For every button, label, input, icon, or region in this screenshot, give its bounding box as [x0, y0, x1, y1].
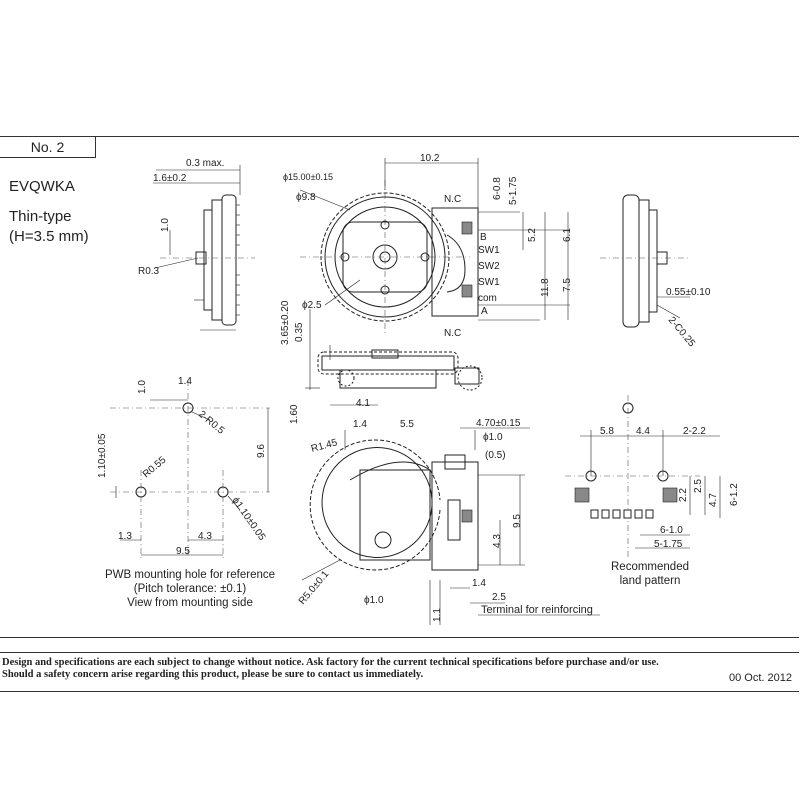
pwb-mounting-view — [110, 380, 270, 560]
right-view — [600, 194, 690, 328]
rear-dim-7: 4.3 — [492, 534, 503, 548]
bottom-dim-0: 3.65±0.20 — [280, 300, 291, 345]
side-dim-3: R0.3 — [138, 266, 160, 277]
front-dim-1: ϕ15.00±0.15 — [283, 172, 333, 182]
land-pattern-caption: Recommended land pattern — [595, 560, 705, 588]
pwb-caption-line-2: (Pitch tolerance: ±0.1) — [133, 583, 247, 595]
pwb-dim-1: 1.4 — [178, 376, 192, 387]
rear-dim-8: 1.4 — [472, 578, 486, 589]
footer-note-line-2: Should a safety concern arise regarding … — [2, 669, 424, 680]
rear-dim-3: ϕ1.0 — [483, 432, 503, 443]
variant-line-2: (H=3.5 mm) — [9, 228, 89, 245]
front-dim-2: ϕ9.8 — [296, 192, 316, 203]
terminal-label-2: SW1 — [478, 245, 500, 256]
front-dim-9: 7.5 — [562, 278, 573, 292]
pwb-dim-4: 1.10±0.05 — [97, 433, 108, 478]
right-dim-1: 2-C0.25 — [666, 315, 698, 350]
pwb-dim-6: ϕ1.10±0.05 — [230, 495, 268, 543]
terminal-label-3: SW2 — [478, 261, 500, 272]
land-caption-line-2: land pattern — [619, 575, 681, 587]
pwb-caption-line-3: View from mounting side — [127, 597, 253, 609]
land-dim-8: 5-1.75 — [654, 539, 683, 550]
side-view — [153, 165, 255, 331]
land-dim-7: 6-1.0 — [660, 525, 683, 536]
terminal-label-0: N.C — [444, 194, 461, 205]
model-number: EVQWKA — [9, 178, 75, 195]
revision-date: 00 Oct. 2012 — [729, 672, 792, 684]
pwb-dim-0: 1.0 — [137, 380, 148, 394]
right-dim-0: 0.55±0.10 — [666, 287, 711, 298]
front-dim-6: 5.2 — [527, 228, 538, 242]
pwb-caption: PWB mounting hole for reference (Pitch t… — [95, 568, 285, 610]
front-dim-5: 5-1.75 — [508, 176, 519, 205]
land-dim-0: 5.8 — [600, 426, 614, 437]
drawing-frame — [0, 136, 799, 638]
land-dim-3: 2.2 — [678, 488, 689, 502]
rear-dim-5: R1.45 — [310, 437, 339, 455]
rear-dim-9: 2.5 — [492, 592, 506, 603]
rear-dim-6: 9.5 — [512, 514, 523, 528]
rear-dim-10: R5.0±0.1 — [297, 568, 332, 606]
pwb-dim-2: 2-R0.5 — [196, 409, 226, 437]
rear-dim-11: ϕ1.0 — [364, 595, 384, 606]
pwb-caption-line-1: PWB mounting hole for reference — [104, 569, 276, 581]
drawing-number-box: No. 2 — [0, 136, 96, 158]
front-dim-4: 6-0.8 — [492, 177, 503, 200]
terminal-label-1: B — [480, 232, 487, 243]
terminal-label-7: N.C — [444, 328, 461, 339]
bottom-dim-1: 0.35 — [294, 322, 305, 342]
footer-box — [0, 652, 799, 692]
land-dim-4: 2.5 — [693, 479, 704, 493]
front-view — [299, 158, 570, 335]
rear-view — [301, 427, 600, 625]
rear-dim-4: (0.5) — [485, 450, 506, 461]
reinforcing-terminal-label: Terminal for reinforcing — [481, 604, 593, 616]
front-dim-7: 6.1 — [562, 228, 573, 242]
bottom-dim-2: 4.1 — [356, 398, 370, 409]
drawing-number: No. 2 — [30, 139, 65, 155]
pwb-dim-8: 4.3 — [198, 531, 212, 542]
terminal-label-5: com — [478, 293, 497, 304]
land-pattern-view — [565, 395, 721, 560]
rear-dim-0: 1.4 — [353, 419, 367, 430]
terminal-label-6: A — [481, 306, 488, 317]
rear-dim-12: 1.1 — [432, 608, 443, 622]
footer-note-line-1: Design and specifications are each subje… — [2, 657, 659, 668]
front-dim-0: 10.2 — [420, 153, 440, 164]
side-dim-1: 1.6±0.2 — [153, 173, 187, 184]
land-dim-5: 4.7 — [708, 493, 719, 507]
variant-description: Thin-type (H=3.5 mm) — [9, 207, 89, 247]
bottom-view — [305, 309, 483, 406]
pwb-dim-7: 1.3 — [118, 531, 132, 542]
land-dim-1: 4.4 — [636, 426, 650, 437]
side-dim-0: 0.3 max. — [186, 158, 224, 169]
pwb-dim-3: 9.6 — [256, 444, 267, 458]
terminal-label-4: SW1 — [478, 277, 500, 288]
side-dim-2: 1.0 — [160, 218, 171, 232]
pwb-dim-5: R0.55 — [141, 454, 169, 480]
variant-line-1: Thin-type — [9, 208, 72, 225]
front-dim-3: ϕ2.5 — [302, 300, 322, 311]
rear-dim-2: 4.70±0.15 — [476, 418, 521, 429]
rear-dim-1: 5.5 — [400, 419, 414, 430]
front-dim-8: 11.8 — [540, 278, 551, 297]
land-caption-line-1: Recommended — [611, 561, 689, 573]
bottom-dim-3: 1.60 — [289, 404, 300, 424]
land-dim-2: 2-2.2 — [683, 426, 706, 437]
land-dim-6: 6-1.2 — [729, 483, 740, 506]
pwb-dim-9: 9.5 — [176, 546, 190, 557]
